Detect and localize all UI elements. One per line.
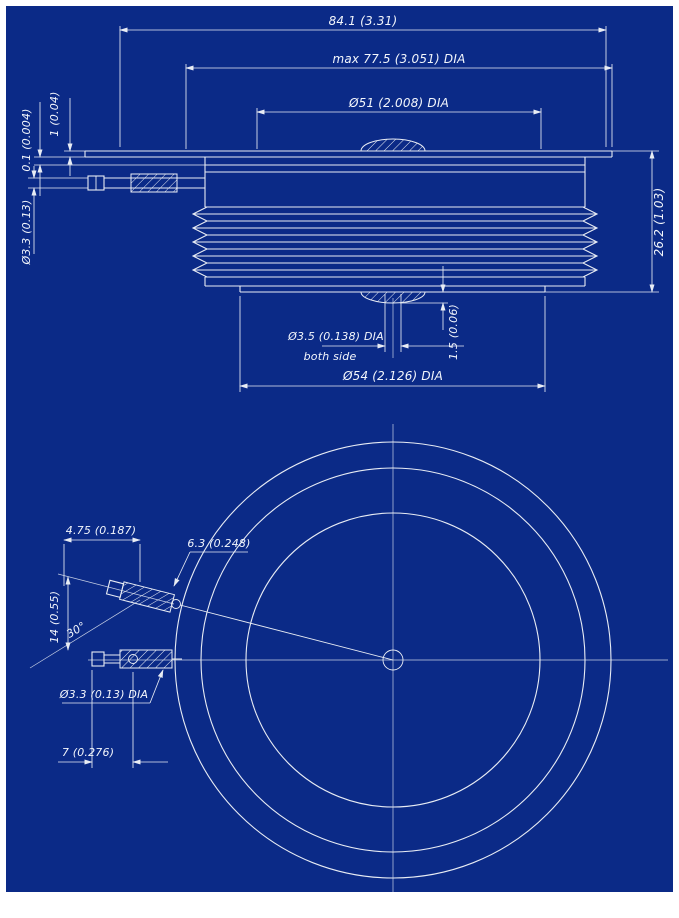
bottom-view: 4.75 (0.187) 6.3 (0.248) 30° 14 (0.55) Ø… [29, 424, 668, 892]
dim-max-dia-label: max 77.5 (3.051) DIA [332, 52, 465, 66]
ceramic-bellows [191, 206, 599, 278]
top-flange-sheet [84, 150, 613, 158]
dim-flatness [34, 102, 205, 196]
angle-reference-line [29, 599, 141, 669]
dim-lead-dia-side-label: Ø3.3 (0.13) [20, 200, 33, 266]
dim-cathode-dia [256, 108, 542, 149]
gate-lead-horizontal [91, 649, 182, 669]
dim-cap-thickness [64, 98, 85, 176]
dim-cathode-dia-label: Ø51 (2.008) DIA [348, 96, 449, 110]
gate-lead-side [87, 173, 205, 193]
dim-height [545, 150, 659, 293]
dim-cap-thickness-label: 1 (0.04) [48, 91, 61, 136]
dim-spacing-label: 14 (0.55) [48, 591, 61, 643]
lead-joint-dot [171, 599, 181, 609]
dim-terminal-dia [173, 551, 248, 587]
dim-terminal-dia-label: 6.3 (0.248) [187, 537, 250, 550]
lead-joint-dot-2 [128, 654, 138, 664]
dim-hole [322, 294, 464, 358]
dim-flatness-label: 0.1 (0.004) [20, 108, 33, 171]
dim-anode-dia [239, 296, 546, 392]
dim-lead-dia-bottom [62, 669, 164, 704]
dim-pip-height-label: 1.5 (0.06) [447, 304, 460, 360]
top-pole-pip [360, 138, 426, 152]
dim-max-dia [185, 64, 613, 149]
lower-flange [204, 276, 586, 293]
dim-overall [119, 26, 607, 147]
dim-offset [63, 537, 141, 586]
side-view: 84.1 (3.31) max 77.5 (3.051) DIA Ø51 (2.… [20, 14, 666, 392]
dim-hole-note: both side [304, 350, 357, 363]
dim-hole-label: Ø3.5 (0.138) DIA [287, 330, 384, 343]
centerlines [88, 424, 668, 892]
dim-pip-height [400, 266, 448, 330]
dim-height-label: 26.2 (1.03) [652, 188, 666, 257]
dim-offset-label: 4.75 (0.187) [66, 524, 136, 537]
gate-lead-diagonal [57, 573, 394, 661]
bottom-pole-pip [360, 291, 426, 304]
dim-lead-dia-side [28, 166, 88, 254]
dim-lead-dia-bottom-label: Ø3.3 (0.13) DIA [59, 688, 148, 701]
dim-anode-dia-label: Ø54 (2.126) DIA [342, 369, 443, 383]
dim-overall-label: 84.1 (3.31) [329, 14, 398, 28]
dim-terminal-length-label: 7 (0.276) [62, 746, 114, 759]
dim-terminal-length [58, 670, 168, 768]
upper-pole-body [204, 157, 586, 208]
